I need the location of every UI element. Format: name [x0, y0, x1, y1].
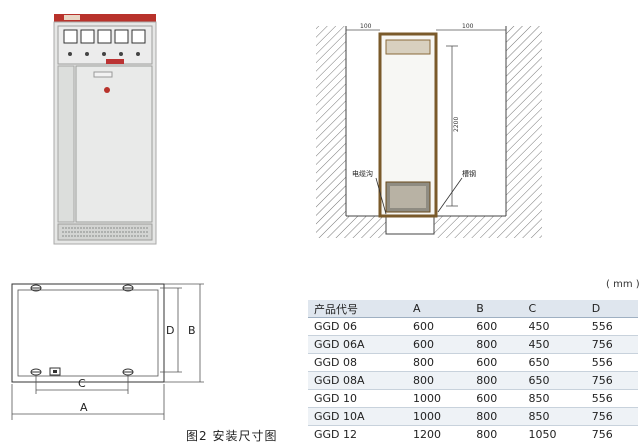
table-header-row: 产品代号 A B C D [308, 300, 638, 318]
table-cell: 600 [406, 335, 471, 354]
table-cell: 600 [470, 389, 523, 408]
table-cell: 756 [585, 407, 638, 426]
table-cell: 1000 [406, 389, 471, 408]
unit-label: ( mm ) [606, 279, 640, 290]
dim-top-left: 100 [360, 23, 372, 30]
table-cell: GGD 06A [308, 335, 407, 354]
dim-d: D [166, 324, 174, 337]
table-cell: 600 [470, 317, 523, 336]
table-cell: 800 [406, 371, 471, 390]
table-cell: 756 [585, 425, 638, 443]
dim-c: C [78, 377, 86, 390]
dim-a: A [80, 401, 88, 414]
table-cell: 756 [585, 335, 638, 354]
table-row: GGD 10 1000 600 850 556 [308, 389, 638, 408]
table-cell: 450 [522, 335, 586, 354]
table-row: GGD 12 1200 800 1050 756 [308, 425, 638, 443]
table-cell: GGD 12 [308, 425, 407, 443]
table-cell: 800 [470, 371, 523, 390]
dim-height: 2200 [453, 117, 460, 132]
header-cell: D [585, 300, 638, 318]
table-cell: 600 [406, 317, 471, 336]
dim-b: B [188, 324, 196, 337]
dim-top-right: 100 [462, 23, 474, 30]
label-cable-trench: 电缆沟 [352, 169, 373, 178]
table-cell: 1000 [406, 407, 471, 426]
plan-view-diagram: C A D B [11, 283, 204, 420]
table-cell: 650 [522, 371, 586, 390]
table-cell: GGD 10A [308, 407, 407, 426]
table-cell: 650 [522, 353, 586, 372]
table-cell: GGD 06 [308, 317, 407, 336]
table-cell: 800 [470, 335, 523, 354]
header-cell: C [522, 300, 586, 318]
figure-caption: 图2 安装尺寸图 [186, 429, 278, 443]
table-cell: 800 [470, 407, 523, 426]
table-cell: 1050 [522, 425, 586, 443]
header-cell: 产品代号 [308, 300, 407, 318]
spec-table: 产品代号 A B C D GGD 06 600 600 450 556 GGD … [308, 300, 638, 443]
table-cell: GGD 08A [308, 371, 407, 390]
cabinet-photo [53, 14, 157, 245]
table-cell: 556 [585, 389, 638, 408]
table-row: GGD 06 600 600 450 556 [308, 317, 638, 336]
installation-diagram: 100 100 2200 电缆沟 槽钢 [316, 23, 542, 238]
table-cell: 1200 [406, 425, 471, 443]
table-cell: 600 [470, 353, 523, 372]
table-cell: GGD 08 [308, 353, 407, 372]
label-channel-steel: 槽钢 [462, 169, 476, 178]
table-cell: 850 [522, 407, 586, 426]
table-cell: GGD 10 [308, 389, 407, 408]
header-cell: A [406, 300, 471, 318]
table-cell: 450 [522, 317, 586, 336]
header-cell: B [470, 300, 523, 318]
table-cell: 756 [585, 371, 638, 390]
table-row: GGD 08 800 600 650 556 [308, 353, 638, 372]
table-row: GGD 08A 800 800 650 756 [308, 371, 638, 390]
table-row: GGD 06A 600 800 450 756 [308, 335, 638, 354]
table-cell: 800 [406, 353, 471, 372]
table-row: GGD 10A 1000 800 850 756 [308, 407, 638, 426]
table-cell: 556 [585, 353, 638, 372]
table-cell: 800 [470, 425, 523, 443]
table-cell: 850 [522, 389, 586, 408]
table-cell: 556 [585, 317, 638, 336]
